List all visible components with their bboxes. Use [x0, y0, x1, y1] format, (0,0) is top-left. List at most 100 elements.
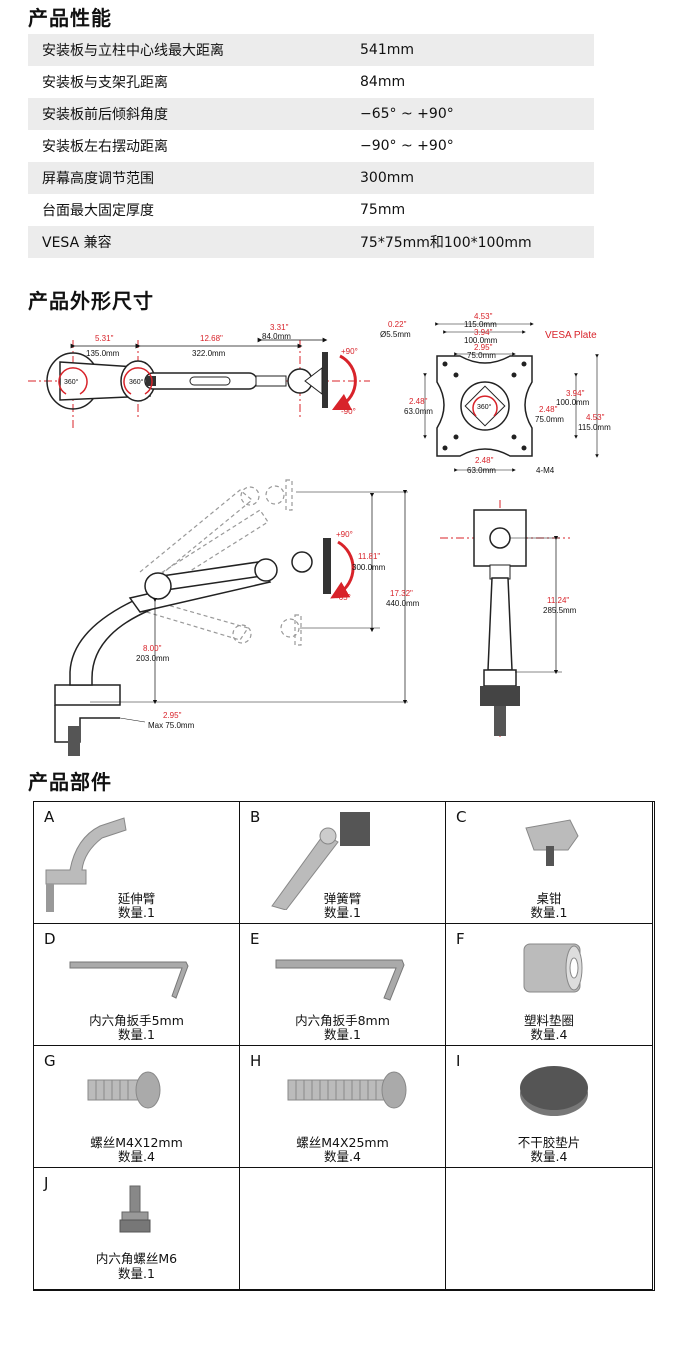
part-name: 弹簧臂 [323, 891, 362, 906]
part-cell: H 螺丝M4X25mm 数量.4 [240, 1046, 446, 1168]
dim-label: Max 75.0mm [148, 721, 195, 730]
dim-label: Ø5.5mm [380, 330, 411, 339]
spec-value: 300mm [360, 162, 594, 194]
dim-label: 3.94" [474, 328, 493, 337]
part-qty: 数量.4 [530, 1149, 568, 1164]
part-qty: 数量.1 [118, 1027, 155, 1042]
extension-arm-icon [45, 817, 127, 912]
part-name: 桌钳 [536, 891, 562, 906]
dim-label: 4.53" [474, 312, 493, 321]
tilt-label: -90° [341, 407, 356, 416]
dim-label: 2.48" [409, 397, 428, 406]
part-qty: 数量.4 [118, 1149, 155, 1164]
dim-label: 2.95" [474, 343, 493, 352]
dim-label: 84.0mm [262, 332, 291, 341]
spec-label: VESA 兼容 [28, 226, 360, 258]
spec-row: 安装板前后倾斜角度−65° ~ +90° [28, 98, 594, 130]
rotation-label: 360° [477, 403, 492, 411]
part-cell: E 内六角扳手8mm 数量.1 [240, 924, 446, 1046]
dim-label: 75.0mm [467, 351, 496, 360]
part-name: 螺丝M4X25mm [296, 1135, 389, 1150]
tilt-label: +90° [336, 530, 353, 539]
spec-label: 安装板与立柱中心线最大距离 [28, 34, 360, 66]
part-qty: 数量.1 [530, 905, 568, 920]
top-view-drawing [28, 337, 370, 430]
dim-label: 203.0mm [136, 654, 170, 663]
tilt-label: -65° [336, 593, 351, 602]
part-letter: J [44, 1174, 49, 1192]
part-letter: H [250, 1052, 262, 1070]
front-view-drawing [440, 500, 570, 740]
dim-label: 322.0mm [192, 349, 226, 358]
dim-label: 3.94" [566, 389, 585, 398]
part-name: 内六角螺丝M6 [95, 1251, 178, 1266]
part-cell: A 延伸臂 数量.1 [34, 802, 240, 924]
dim-label: 135.0mm [86, 349, 120, 358]
part-cell: G 螺丝M4X12mm 数量.4 [34, 1046, 240, 1168]
spec-label: 台面最大固定厚度 [42, 203, 154, 219]
dim-label: 5.31" [95, 334, 114, 343]
long-screw-icon [287, 1071, 407, 1109]
dim-label: 115.0mm [578, 423, 611, 432]
part-cell: J 内六角螺丝M6 数量.1 [34, 1168, 240, 1290]
dim-label: 4.53" [586, 413, 605, 422]
plastic-washer-icon [523, 943, 583, 993]
spec-value: −90° ~ +90° [360, 138, 454, 154]
dim-label: 12.68" [200, 334, 223, 343]
part-name: 内六角扳手8mm [295, 1013, 390, 1028]
section-title-parts: 产品部件 [28, 770, 112, 794]
empty-part-cell [446, 1168, 653, 1290]
part-letter: E [250, 930, 260, 948]
spring-arm-icon [271, 812, 370, 910]
dim-label: 285.5mm [543, 606, 577, 615]
part-cell: C 桌钳 数量.1 [446, 802, 653, 924]
short-screw-icon [87, 1071, 161, 1109]
rotation-label: 360° [129, 378, 144, 386]
part-cell: I 不干胶垫片 数量.4 [446, 1046, 653, 1168]
dim-label: 2.48" [475, 456, 494, 465]
empty-part-cell [240, 1168, 446, 1290]
adhesive-pad-icon [520, 1066, 588, 1116]
dim-label: 11.24" [547, 596, 569, 605]
dim-label: 440.0mm [386, 599, 420, 608]
dimension-diagram: 5.31" 135.0mm 12.68" 322.0mm 3.31" 84.0m… [28, 312, 611, 756]
part-letter: B [250, 808, 261, 826]
spec-value: 84mm [360, 74, 406, 90]
hex-bolt-icon [119, 1185, 151, 1233]
part-name: 不干胶垫片 [517, 1135, 581, 1150]
part-cell: F 塑料垫圈 数量.4 [446, 924, 653, 1046]
dim-label: 100.0mm [464, 336, 498, 345]
spec-label: 安装板与支架孔距离 [42, 75, 168, 91]
side-view-drawing [54, 479, 408, 756]
part-letter: C [456, 808, 467, 826]
part-letter: I [456, 1052, 461, 1070]
dim-label: 2.95" [163, 711, 182, 720]
spec-row: 安装板左右摆动距离 −90° ~ +90° [28, 130, 594, 162]
part-cell: B 弹簧臂 数量.1 [240, 802, 446, 924]
spec-value: 75*75mm和100*100mm [360, 226, 594, 258]
dim-label: 17.32" [390, 589, 413, 598]
vesa-plate-drawing [423, 322, 599, 472]
part-letter: A [44, 808, 55, 826]
spec-label: 安装板左右摆动距离 [42, 139, 168, 155]
dim-label: 3.31" [270, 323, 289, 332]
part-cell: D 内六角扳手5mm 数量.1 [34, 924, 240, 1046]
desk-clamp-icon [525, 819, 579, 866]
hex-key-icon [69, 961, 189, 999]
dim-label: 4-M4 [536, 466, 555, 475]
part-name: 内六角扳手5mm [89, 1013, 184, 1028]
hex-key-icon [275, 959, 405, 1001]
spec-label: 屏幕高度调节范围 [28, 162, 360, 194]
dim-label: 115.0mm [464, 320, 497, 329]
part-qty: 数量.1 [324, 905, 361, 920]
vesa-title: VESA Plate [545, 330, 597, 341]
spec-value: 541mm [360, 34, 594, 66]
dim-label: 300.0mm [352, 563, 386, 572]
spec-row: 安装板与支架孔距离 84mm [28, 66, 594, 98]
dim-label: 75.0mm [535, 415, 564, 424]
part-qty: 数量.1 [324, 1027, 361, 1042]
